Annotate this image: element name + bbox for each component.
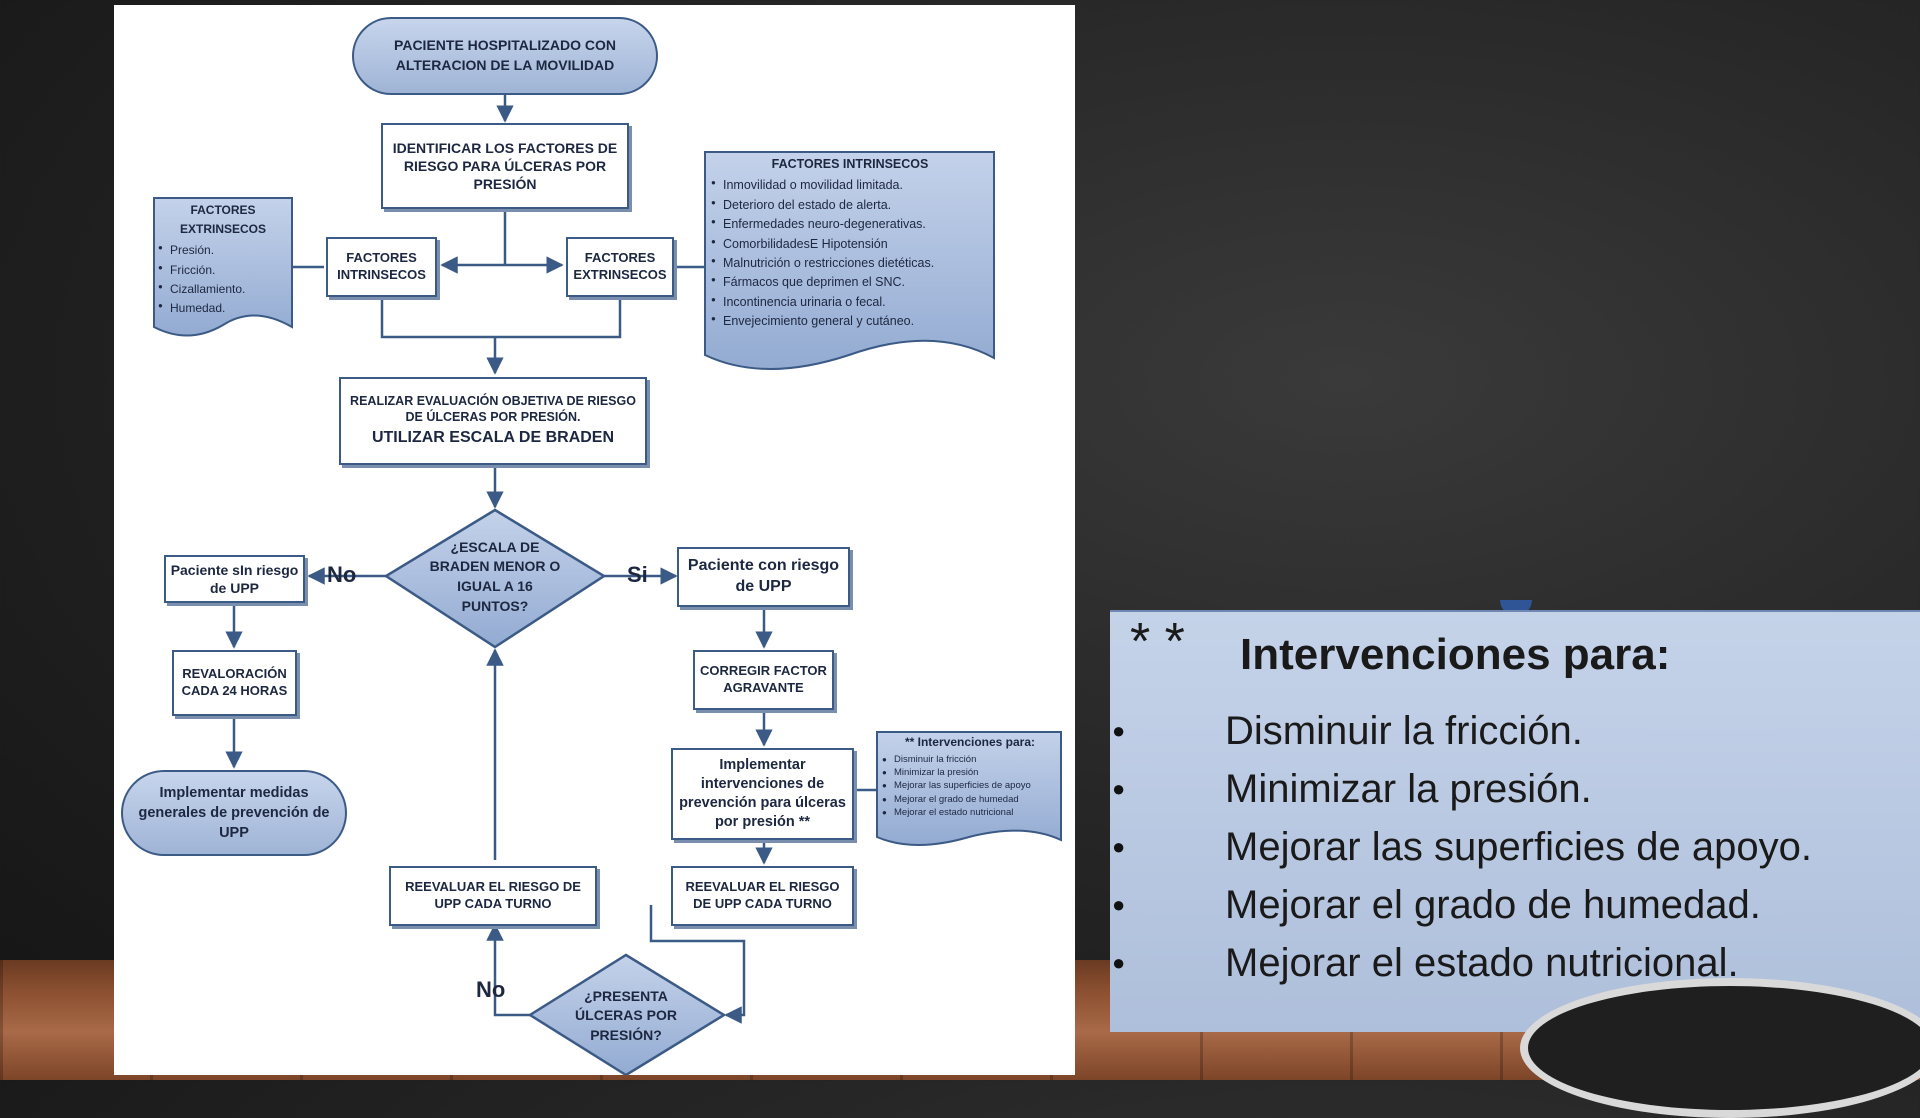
list-item: Minimizar la presión.	[1110, 760, 1920, 818]
list-item: Fármacos que deprimen el SNC.	[711, 273, 991, 292]
list-item: Incontinencia urinaria o fecal.	[711, 293, 991, 312]
list-item: Disminuir la fricción	[882, 753, 1060, 766]
list-item: Mejorar el grado de humedad	[882, 793, 1060, 806]
start-node: PACIENTE HOSPITALIZADO CON ALTERACION DE…	[352, 17, 658, 95]
list-item: Malnutrición o restricciones dietéticas.	[711, 254, 991, 273]
list-item: Envejecimiento general y cutáneo.	[711, 312, 991, 331]
implement-interventions-box: Implementar intervenciones de prevención…	[671, 748, 854, 840]
mini-doc-title: ** Intervenciones para:	[904, 735, 1036, 749]
double-asterisk: * *	[1130, 613, 1185, 671]
intrinsic-doc-title: FACTORES INTRINSECOS	[771, 157, 929, 171]
interventions-list: Disminuir la fricción. Minimizar la pres…	[1110, 702, 1920, 992]
label-no-bottom: No	[476, 977, 506, 1002]
decorative-arc	[1520, 978, 1920, 1118]
extrinsic-factors-doc: FACTORES EXTRINSECOS Presión. Fricción. …	[156, 201, 290, 318]
list-item: Presión.	[158, 241, 290, 260]
braden-decision-text: ¿ESCALA DE BRADEN MENOR O IGUAL A 16 PUN…	[429, 538, 561, 614]
interventions-title: Intervenciones para:	[1240, 630, 1671, 679]
ulcer-diamond	[527, 953, 727, 1075]
list-item: Fricción.	[158, 261, 290, 280]
ulcer-decision-text: ¿PRESENTA ÚLCERAS POR PRESIÓN?	[575, 987, 677, 1043]
braden-text: UTILIZAR ESCALA DE BRADEN	[371, 429, 615, 447]
list-item: Minimizar la presión	[882, 766, 1060, 779]
interventions-panel: * * Intervenciones para: Disminuir la fr…	[1110, 610, 1920, 1032]
reevaluate-right-box: REEVALUAR EL RIESGO DE UPP CADA TURNO	[671, 866, 854, 926]
list-item: Deterioro del estado de alerta.	[711, 196, 991, 215]
correct-factor-box: CORREGIR FACTOR AGRAVANTE	[693, 650, 834, 710]
list-item: Mejorar el estado nutricional	[882, 806, 1060, 819]
extrinsic-doc-title: FACTORES EXTRINSECOS	[179, 203, 266, 237]
extrinsic-factors-box: FACTORES EXTRINSECOS	[566, 237, 674, 297]
evaluate-text: REALIZAR EVALUACIÓN OBJETIVA DE RIESGO D…	[350, 393, 636, 425]
list-item: Humedad.	[158, 299, 290, 318]
list-item: Cizallamiento.	[158, 280, 290, 299]
list-item: Mejorar las superficies de apoyo.	[1110, 818, 1920, 876]
mini-interventions-doc: ** Intervenciones para: Disminuir la fri…	[880, 734, 1060, 819]
braden-diamond	[383, 508, 607, 649]
edge-merge	[380, 300, 622, 339]
reevaluate-left-box: REEVALUAR EL RIESGO DE UPP CADA TURNO	[389, 866, 597, 926]
evaluate-braden-box: REALIZAR EVALUACIÓN OBJETIVA DE RIESGO D…	[339, 377, 647, 465]
label-si: Si	[627, 562, 648, 587]
intrinsic-factors-doc: FACTORES INTRINSECOS Inmovilidad o movil…	[709, 155, 991, 331]
edge-ulcer-no	[486, 923, 530, 1017]
general-measures-node: Implementar medidas generales de prevenc…	[121, 770, 347, 856]
edge-reevaluate-ulcer	[649, 905, 746, 1024]
list-item: Mejorar el estado nutricional.	[1110, 934, 1920, 992]
revalue-24h-box: REVALORACIÓN CADA 24 HORAS	[172, 650, 297, 716]
flowchart-panel: PACIENTE HOSPITALIZADO CON ALTERACION DE…	[114, 5, 1075, 1075]
list-item: ComorbilidadesE Hipotensión	[711, 235, 991, 254]
with-risk-box: Paciente con riesgo de UPP	[677, 547, 850, 607]
label-no: No	[327, 562, 357, 587]
list-item: Mejorar el grado de humedad.	[1110, 876, 1920, 934]
no-risk-box: Paciente sIn riesgo de UPP	[164, 555, 305, 603]
list-item: Enfermedades neuro-degenerativas.	[711, 215, 991, 234]
list-item: Inmovilidad o movilidad limitada.	[711, 176, 991, 195]
list-item: Disminuir la fricción.	[1110, 702, 1920, 760]
intrinsic-factors-box: FACTORES INTRINSECOS	[326, 237, 437, 297]
identify-risk-box: IDENTIFICAR LOS FACTORES DE RIESGO PARA …	[381, 123, 629, 209]
list-item: Mejorar las superficies de apoyo	[882, 779, 1060, 792]
